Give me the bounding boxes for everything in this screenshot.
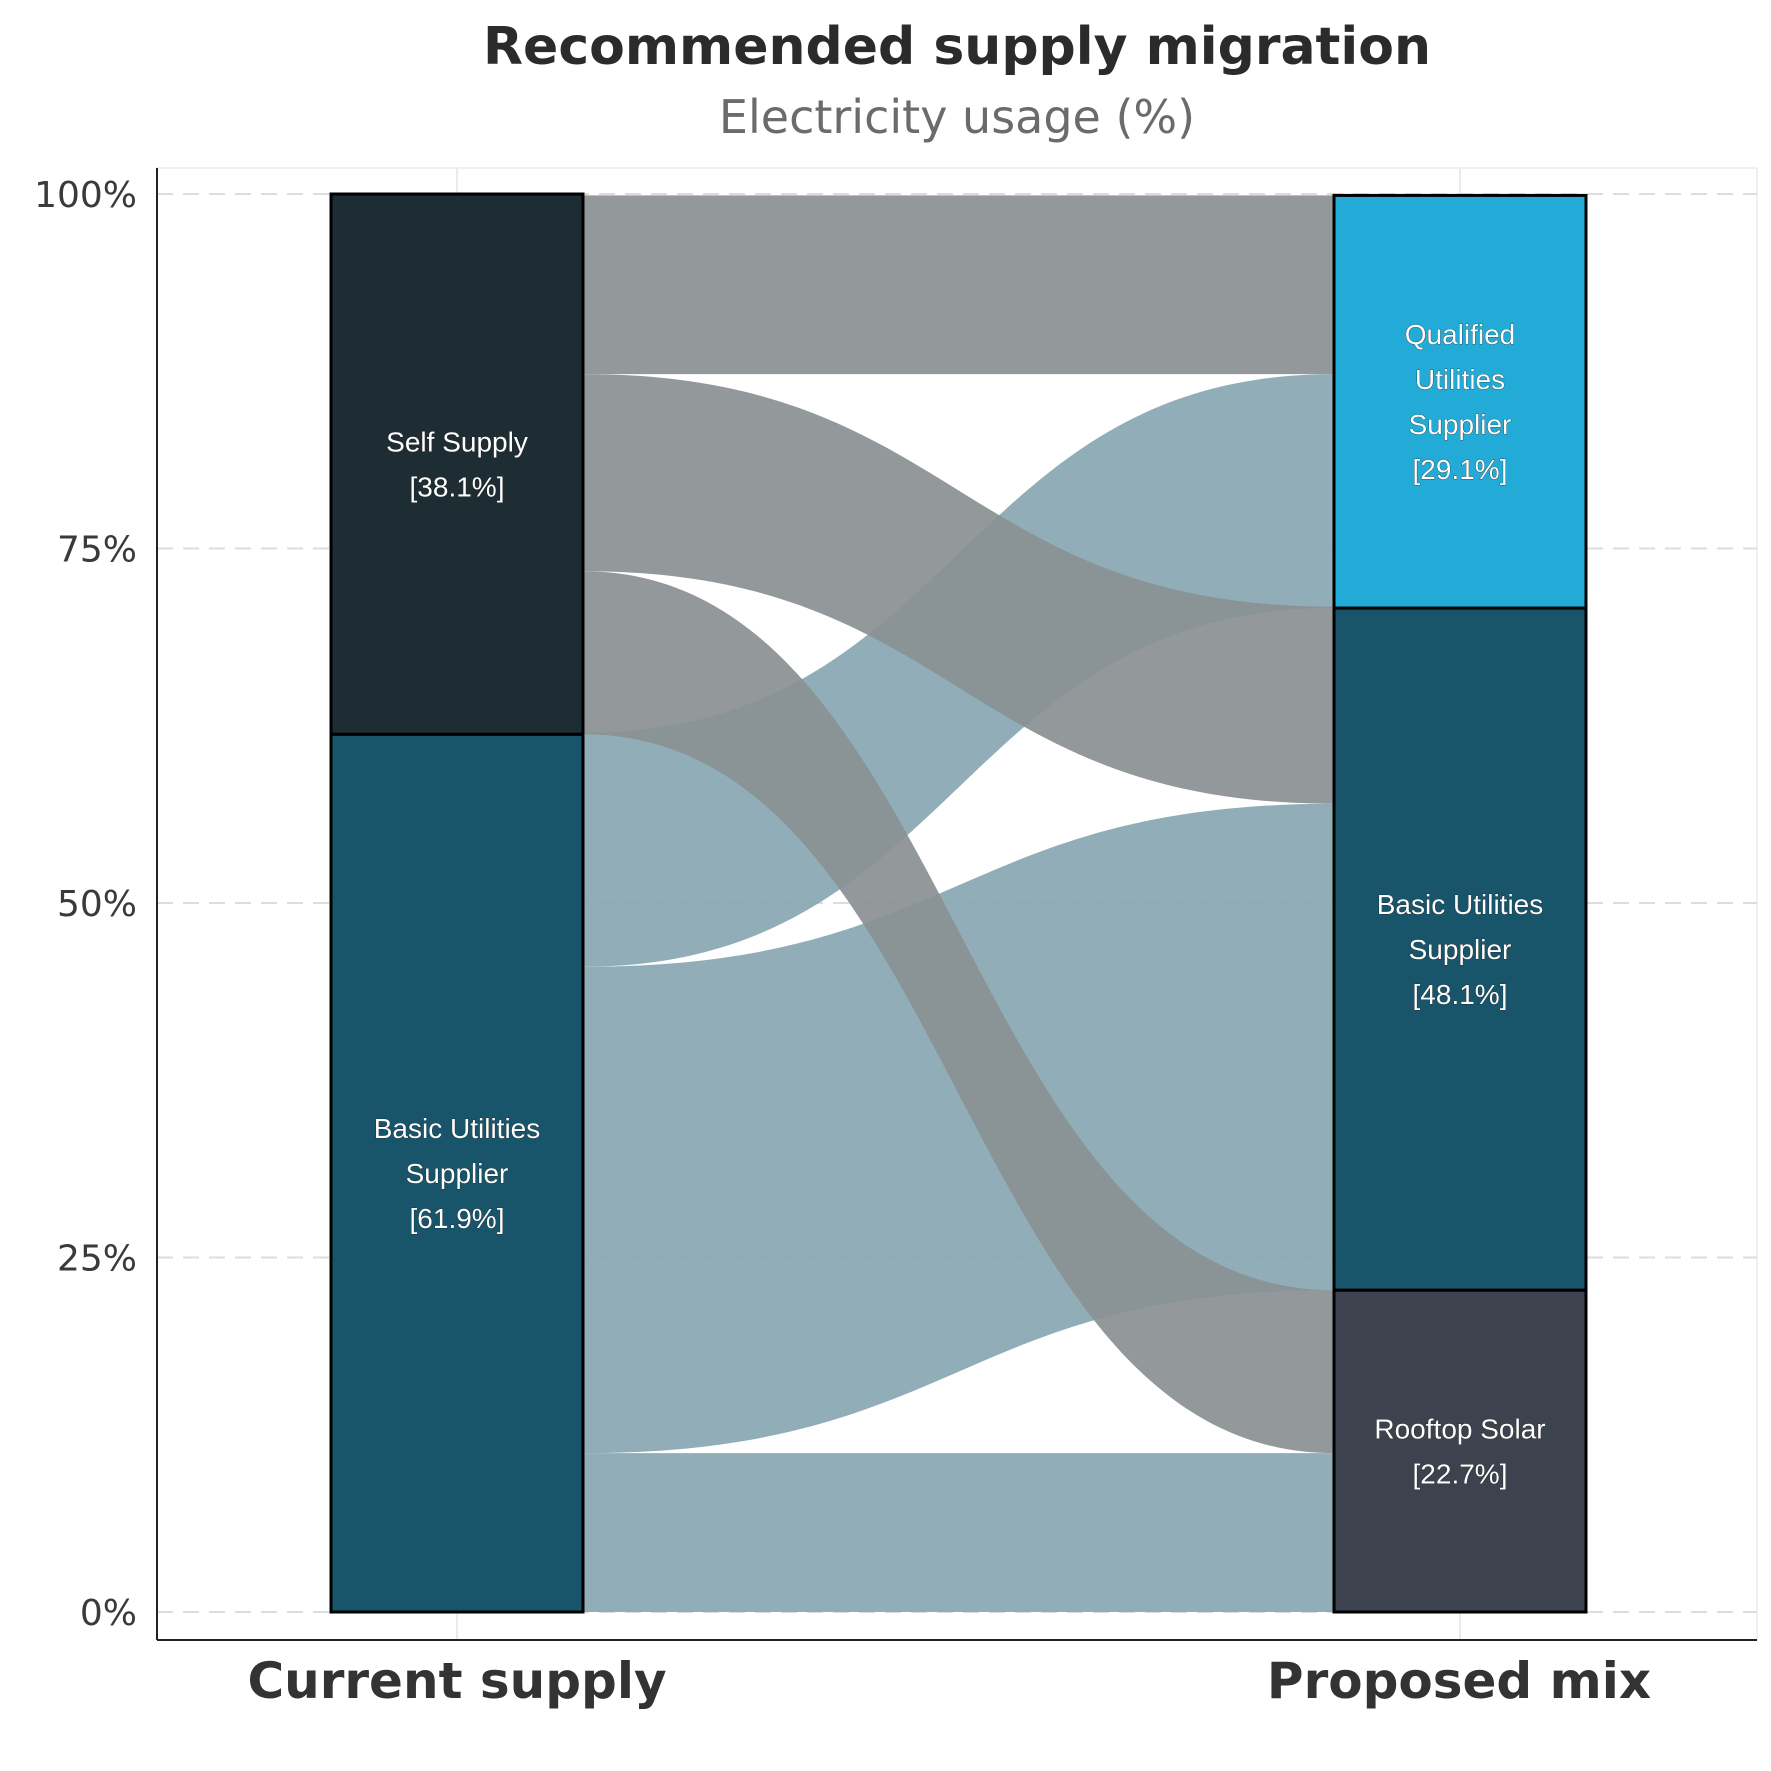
x-label-current-supply: Current supply xyxy=(247,1652,666,1710)
flow-self-supply-to-basic-utilities-supplier xyxy=(583,374,1334,804)
node-proposed-rooftop-solar xyxy=(1332,1288,1588,1614)
flow-self-supply-to-rooftop-solar xyxy=(583,571,1334,1454)
flow-basic-utilities-supplier-to-rooftop-solar xyxy=(583,1453,1334,1612)
node-current-self-supply xyxy=(329,192,585,736)
node-proposed-qualified-utilities-supplier xyxy=(1332,193,1588,610)
node-current-basic-utilities-supplier xyxy=(329,732,585,1614)
y-tick-label: 100% xyxy=(34,175,137,216)
nodes xyxy=(329,192,1588,1614)
chart-subtitle: Electricity usage (%) xyxy=(719,90,1195,144)
chart-title: Recommended supply migration xyxy=(483,17,1431,77)
x-label-proposed-mix: Proposed mix xyxy=(1267,1652,1651,1710)
node-label-proposed-rooftop-solar: Rooftop Solar[22.7%] xyxy=(1374,1414,1545,1490)
y-tick-label: 50% xyxy=(57,884,137,925)
y-tick-label: 0% xyxy=(80,1593,137,1634)
node-label-current-self-supply: Self Supply[38.1%] xyxy=(386,427,528,503)
y-tick-label: 25% xyxy=(57,1239,137,1280)
y-tick-label: 75% xyxy=(57,530,137,571)
flows xyxy=(583,195,1334,1612)
y-ticks: 0% 25% 50% 75% 100% xyxy=(34,175,137,1634)
flow-self-supply-to-qualified-utilities-supplier xyxy=(583,195,1334,375)
node-proposed-basic-utilities-supplier xyxy=(1332,606,1588,1292)
